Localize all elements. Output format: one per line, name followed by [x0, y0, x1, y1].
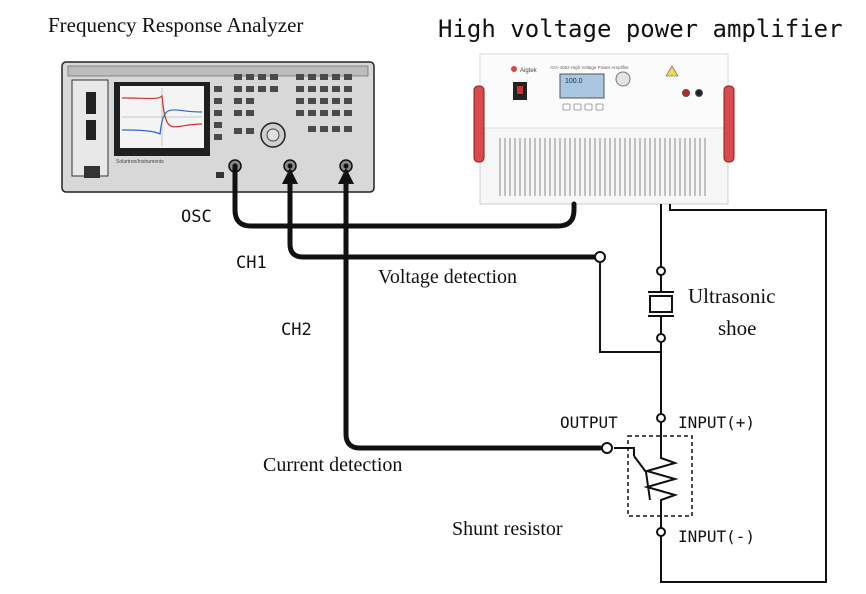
ch2-arrow-icon	[338, 168, 354, 184]
input-minus-terminal-icon	[656, 527, 666, 537]
amp-brand: Aigtek	[520, 68, 538, 74]
ultrasonic-shoe-label-line2: shoe	[718, 316, 757, 340]
input-plus-terminal-icon	[656, 413, 666, 423]
amp-right-handle	[723, 85, 735, 163]
amp-black-terminal-icon	[695, 89, 703, 97]
fra-title: Frequency Response Analyzer	[48, 13, 303, 37]
fra-screen-caption: Solartron/Instruments	[116, 159, 164, 165]
current-probe-connector-icon	[601, 442, 613, 454]
input-minus-label: INPUT(-)	[678, 527, 755, 546]
ch2-label: CH2	[281, 320, 312, 340]
shunt-resistor-box	[627, 435, 693, 517]
amp-knob-icon	[615, 71, 631, 87]
shunt-output-wire	[614, 447, 635, 456]
ultrasonic-top-terminal-icon	[656, 266, 666, 276]
ultrasonic-transducer-icon	[648, 291, 674, 317]
current-detection-label: Current detection	[263, 454, 402, 476]
shunt-resistor-label: Shunt resistor	[452, 518, 563, 540]
high-voltage-power-amplifier-device: Aigtek ATA-4052 High Voltage Power Ampli…	[473, 53, 735, 205]
ultrasonic-bottom-terminal-icon	[656, 333, 666, 343]
amp-model-text: ATA-4052 High Voltage Power Amplifier	[550, 65, 629, 70]
ultrasonic-shoe-label-line1: Ultrasonic	[688, 284, 775, 308]
voltage-detection-wire	[599, 262, 661, 353]
fra-trace-blue	[121, 109, 203, 135]
amp-red-terminal-icon	[682, 89, 690, 97]
input-plus-label: INPUT(+)	[678, 413, 755, 432]
warning-icon	[665, 65, 679, 77]
return-wire	[660, 204, 827, 583]
shunt-resistor-zigzag-icon	[643, 450, 679, 504]
ch1-cable	[287, 169, 597, 260]
frequency-response-analyzer-device: Solartron/Instruments	[61, 61, 375, 193]
voltage-probe-connector-icon	[594, 251, 606, 263]
osc-cable	[232, 163, 577, 229]
amp-vent-grille	[499, 138, 706, 196]
voltage-detection-label: Voltage detection	[378, 266, 517, 288]
amp-title: High voltage power amplifier	[438, 15, 843, 43]
osc-label: OSC	[181, 207, 212, 227]
ch2-cable	[343, 169, 603, 451]
amp-left-handle	[473, 85, 485, 163]
ch1-arrow-icon	[282, 168, 298, 184]
output-label: OUTPUT	[560, 413, 618, 432]
amp-lcd-display	[559, 73, 605, 99]
ch1-label: CH1	[236, 253, 267, 273]
amp-display-value: 100.0	[565, 78, 583, 85]
fra-trace-red	[121, 94, 203, 128]
